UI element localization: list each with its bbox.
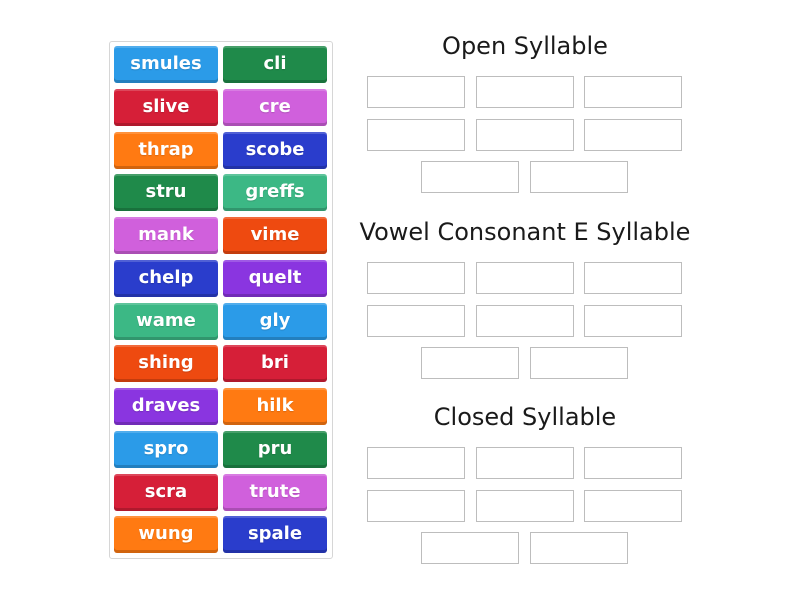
word-tile[interactable]: smules (114, 46, 218, 83)
drop-slot-closed-syllable[interactable] (584, 490, 682, 522)
word-tile[interactable]: scra (114, 473, 218, 511)
group-title-closed-syllable: Closed Syllable (433, 403, 617, 431)
drop-slot-vce-syllable[interactable] (476, 305, 574, 337)
word-tile[interactable]: spro (114, 430, 218, 468)
word-tile[interactable]: cre (223, 88, 327, 126)
word-tile[interactable]: gly (223, 302, 327, 340)
word-tile[interactable]: shing (114, 345, 218, 383)
word-tile[interactable]: mank (114, 217, 218, 254)
word-tile[interactable]: trute (223, 473, 327, 511)
word-tile[interactable]: wame (114, 302, 218, 340)
word-tile[interactable]: hilk (223, 388, 327, 425)
drop-slot-closed-syllable[interactable] (584, 447, 682, 479)
drop-slot-vce-syllable[interactable] (584, 305, 682, 337)
drop-slot-open-syllable[interactable] (584, 76, 682, 108)
drop-slot-open-syllable[interactable] (584, 119, 682, 151)
group-title-open-syllable: Open Syllable (442, 32, 608, 60)
drop-slot-vce-syllable[interactable] (530, 347, 628, 379)
drop-slot-closed-syllable[interactable] (476, 490, 574, 522)
word-tile[interactable]: draves (114, 388, 218, 425)
drop-slot-open-syllable[interactable] (530, 161, 628, 193)
drop-slot-open-syllable[interactable] (476, 76, 574, 108)
drop-slot-open-syllable[interactable] (367, 76, 465, 108)
word-tile[interactable]: wung (114, 516, 218, 554)
drop-slot-vce-syllable[interactable] (476, 262, 574, 294)
word-tile[interactable]: greffs (223, 174, 327, 212)
drop-slot-closed-syllable[interactable] (421, 532, 519, 564)
drop-slot-vce-syllable[interactable] (367, 305, 465, 337)
group-title-vce-syllable: Vowel Consonant E Syllable (359, 218, 691, 246)
drop-slot-open-syllable[interactable] (421, 161, 519, 193)
word-tile[interactable]: pru (223, 430, 327, 468)
drop-slot-closed-syllable[interactable] (367, 447, 465, 479)
word-tile[interactable]: cli (223, 46, 327, 83)
word-tile[interactable]: bri (223, 345, 327, 383)
drop-slot-closed-syllable[interactable] (530, 532, 628, 564)
word-tile[interactable]: slive (114, 88, 218, 126)
drop-slot-closed-syllable[interactable] (476, 447, 574, 479)
word-tile[interactable]: spale (223, 516, 327, 554)
word-tile[interactable]: scobe (223, 131, 327, 169)
word-tile[interactable]: thrap (114, 131, 218, 169)
word-tile[interactable]: quelt (223, 259, 327, 297)
drop-slot-open-syllable[interactable] (476, 119, 574, 151)
word-tile[interactable]: stru (114, 174, 218, 212)
word-tile[interactable]: chelp (114, 259, 218, 297)
drop-slot-closed-syllable[interactable] (367, 490, 465, 522)
drop-slot-vce-syllable[interactable] (584, 262, 682, 294)
word-tile[interactable]: vime (223, 217, 327, 254)
drop-slot-open-syllable[interactable] (367, 119, 465, 151)
word-bank (109, 41, 333, 559)
drop-slot-vce-syllable[interactable] (367, 262, 465, 294)
drop-slot-vce-syllable[interactable] (421, 347, 519, 379)
